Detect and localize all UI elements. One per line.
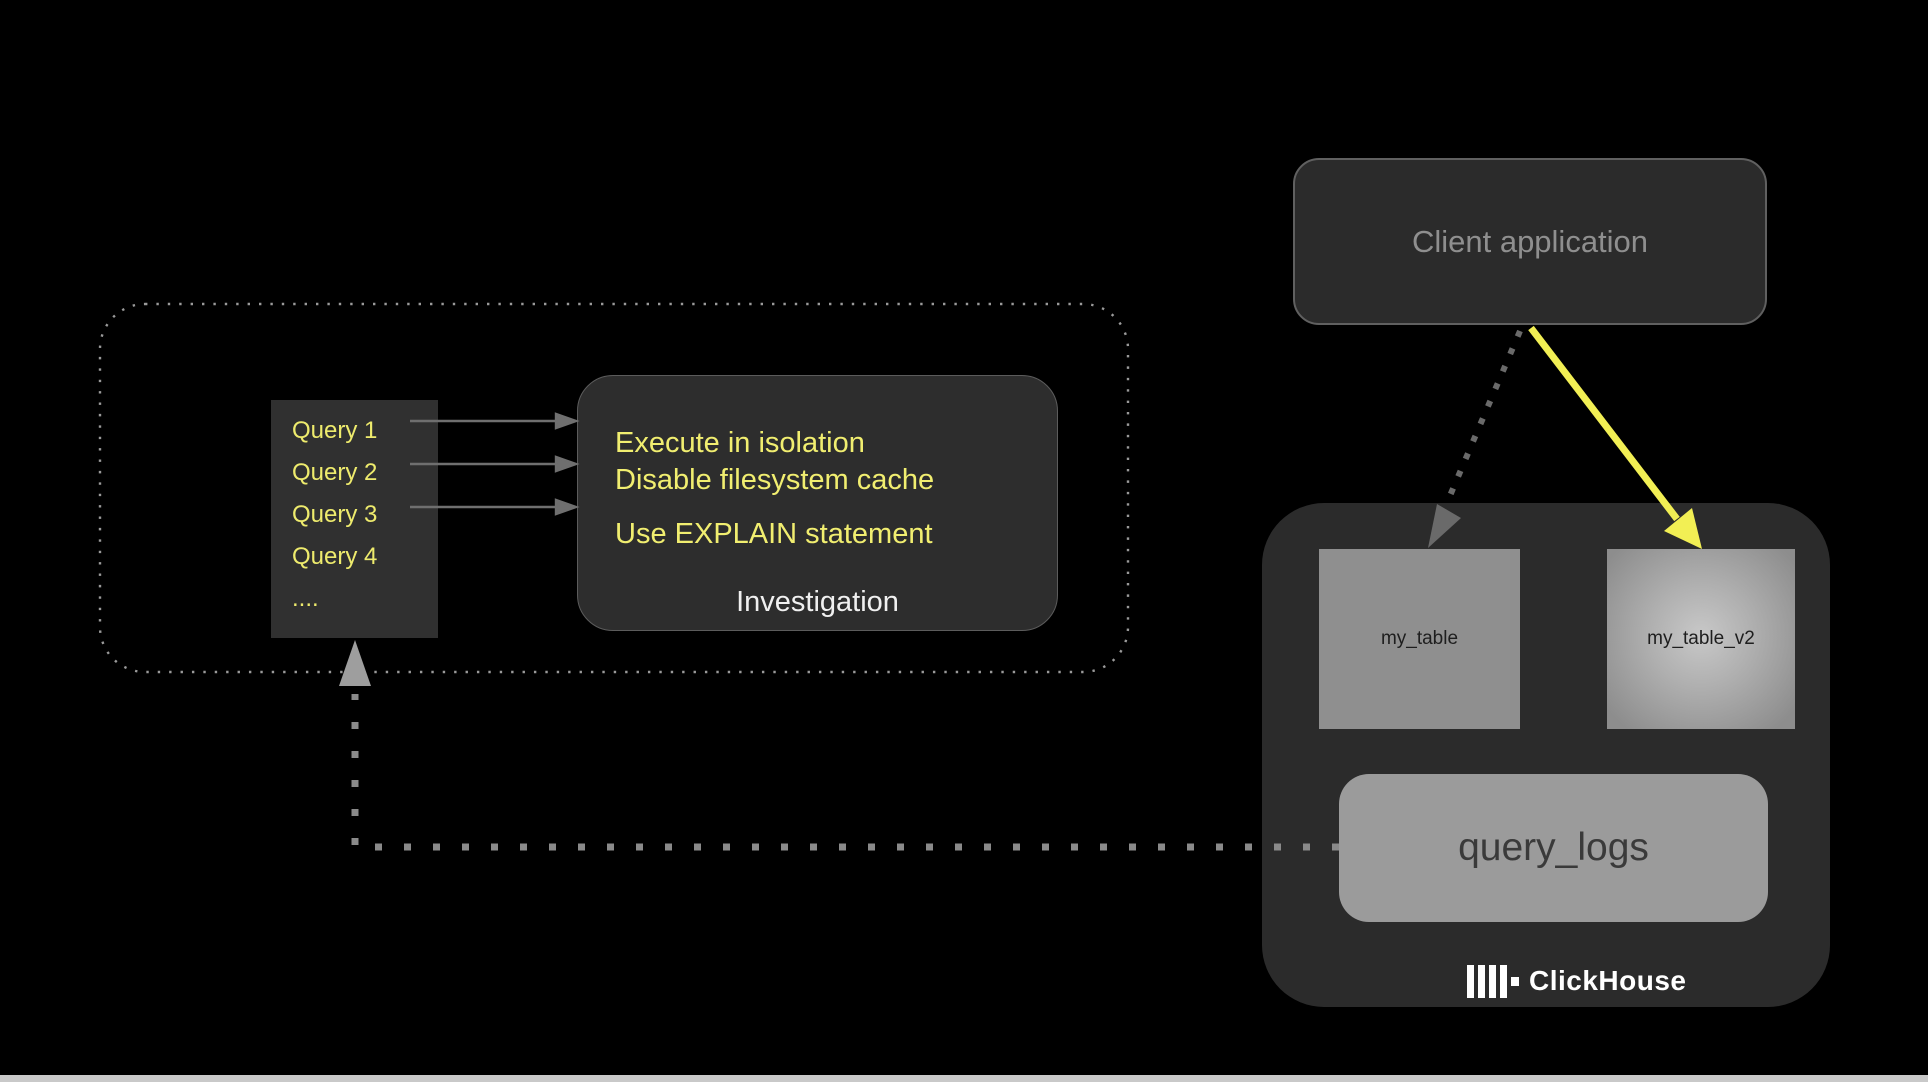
- up-arrow-head: [339, 640, 371, 686]
- query-logs-feedback-path: [339, 640, 1339, 851]
- query-arrow-head: [554, 455, 580, 473]
- yellow-arrow-line: [1528, 325, 1680, 522]
- query-list-item: Query 4: [292, 543, 378, 570]
- investigation-tip: Execute in isolation: [615, 427, 865, 459]
- query-list-box: Query 1 Query 2 Query 3 Query 4 ....: [271, 400, 438, 638]
- dotted-feedback-line: [351, 694, 1339, 851]
- query-list-item: Query 2: [292, 459, 378, 486]
- dotted-diagonal-line: [1446, 329, 1523, 500]
- investigation-label: Investigation: [736, 586, 899, 618]
- query-list-item: Query 3: [292, 501, 378, 528]
- investigation-tip: Disable filesystem cache: [615, 464, 935, 496]
- query-arrow-head: [554, 412, 580, 430]
- query-list-item: Query 1: [292, 417, 378, 444]
- my-table-v2-label: my_table_v2: [1647, 628, 1755, 649]
- clickhouse-bars-icon: [1467, 964, 1529, 998]
- my-table-box: my_table: [1319, 549, 1520, 729]
- my-table-v2-box: my_table_v2: [1607, 549, 1795, 729]
- query-list-item-ellipsis: ....: [292, 585, 319, 612]
- clickhouse-container: my_table my_table_v2 query_logs ClickHou…: [1262, 503, 1830, 1007]
- bottom-bar: [0, 1075, 1928, 1082]
- query-logs-label: query_logs: [1458, 826, 1649, 869]
- query-logs-box: query_logs: [1339, 774, 1768, 922]
- clickhouse-wordmark: ClickHouse: [1529, 965, 1687, 996]
- client-application-label: Client application: [1411, 223, 1649, 259]
- investigation-box: Execute in isolation Disable filesystem …: [577, 375, 1058, 631]
- clickhouse-logo: ClickHouse: [1467, 963, 1687, 999]
- my-table-label: my_table: [1380, 628, 1459, 649]
- investigation-tip: Use EXPLAIN statement: [615, 518, 933, 550]
- client-application-box: Client application: [1293, 158, 1767, 325]
- query-arrow-head: [554, 498, 580, 516]
